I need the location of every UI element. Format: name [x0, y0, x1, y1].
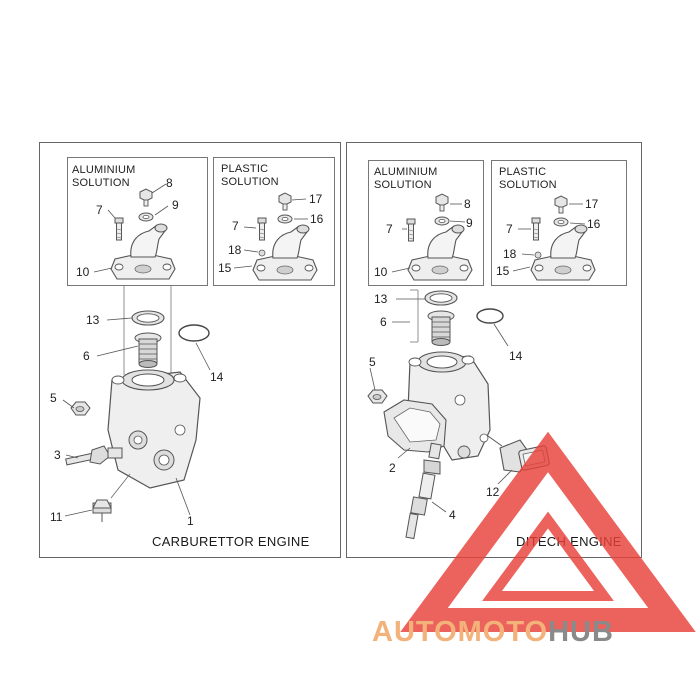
callout-l-17: 17: [309, 192, 323, 206]
callout-r-9: 9: [466, 216, 473, 230]
callout-r-4: 4: [449, 508, 456, 522]
callout-r-13: 13: [374, 292, 388, 306]
callout-r-5: 5: [369, 355, 376, 369]
callout-l-1: 1: [187, 514, 194, 528]
watermark-text-hub: HUB: [548, 616, 614, 648]
left-plastic-box: [213, 157, 335, 286]
callout-l-16: 16: [310, 212, 324, 226]
callout-l-8: 8: [166, 176, 173, 190]
carburettor-engine-label: CARBURETTOR ENGINE: [152, 534, 310, 549]
callout-r-18: 18: [503, 247, 517, 261]
right-plastic-group: [512, 195, 596, 281]
right-thermostat-6: [427, 310, 455, 346]
right-aluminium-box: [368, 160, 484, 286]
right-aluminium-title: ALUMINIUM SOLUTION: [374, 166, 438, 191]
right-bracket-2: [383, 399, 447, 453]
left-oring-14: [178, 324, 210, 342]
callout-l-6: 6: [83, 349, 90, 363]
callout-l-5: 5: [50, 391, 57, 405]
callout-l-3: 3: [54, 448, 61, 462]
callout-r-2: 2: [389, 461, 396, 475]
left-sensor-3: [65, 445, 123, 466]
callout-l-15: 15: [218, 261, 232, 275]
right-gasket-13: [424, 290, 458, 306]
callout-r-14: 14: [509, 349, 523, 363]
right-plastic-title: PLASTIC SOLUTION: [499, 166, 557, 191]
callout-r-8: 8: [464, 197, 471, 211]
right-spark-plug-4: [405, 442, 442, 540]
carburettor-panel: [39, 142, 341, 558]
left-aluminium-box: [67, 157, 208, 286]
right-plastic-box: [491, 160, 627, 286]
callout-r-16: 16: [587, 217, 601, 231]
callout-r-7a: 7: [386, 222, 393, 236]
left-carb-body: [107, 369, 201, 489]
callout-l-7a: 7: [96, 203, 103, 217]
right-oring-14: [476, 308, 504, 324]
left-aluminium-group: [93, 183, 176, 280]
watermark-text-automoto: AUTOMOTO: [372, 616, 549, 648]
callout-r-15: 15: [496, 264, 510, 278]
callout-l-13: 13: [86, 313, 100, 327]
right-aluminium-group: [391, 193, 473, 281]
callout-r-12: 12: [486, 485, 500, 499]
right-nut-5: [367, 389, 388, 404]
left-plastic-group: [233, 192, 318, 281]
callout-l-11: 11: [50, 510, 63, 524]
callout-r-17: 17: [585, 197, 599, 211]
callout-l-10: 10: [76, 265, 90, 279]
left-aluminium-title: ALUMINIUM SOLUTION: [72, 164, 136, 189]
watermark-triangle-icon: [400, 431, 696, 632]
ditech-panel: [346, 142, 642, 558]
left-thermostat-6: [134, 332, 162, 368]
callout-r-7b: 7: [506, 222, 513, 236]
callout-r-10: 10: [374, 265, 388, 279]
left-nut-5: [70, 401, 91, 416]
left-sensor-11: [92, 473, 131, 522]
callout-r-6: 6: [380, 315, 387, 329]
callout-l-9: 9: [172, 198, 179, 212]
callout-l-18: 18: [228, 243, 242, 257]
callout-l-7b: 7: [232, 219, 239, 233]
left-gasket-13: [131, 310, 165, 326]
watermark-logo-text: AUTOMOTOHUB: [372, 616, 614, 649]
callout-l-14: 14: [210, 370, 224, 384]
left-plastic-title: PLASTIC SOLUTION: [221, 163, 279, 188]
